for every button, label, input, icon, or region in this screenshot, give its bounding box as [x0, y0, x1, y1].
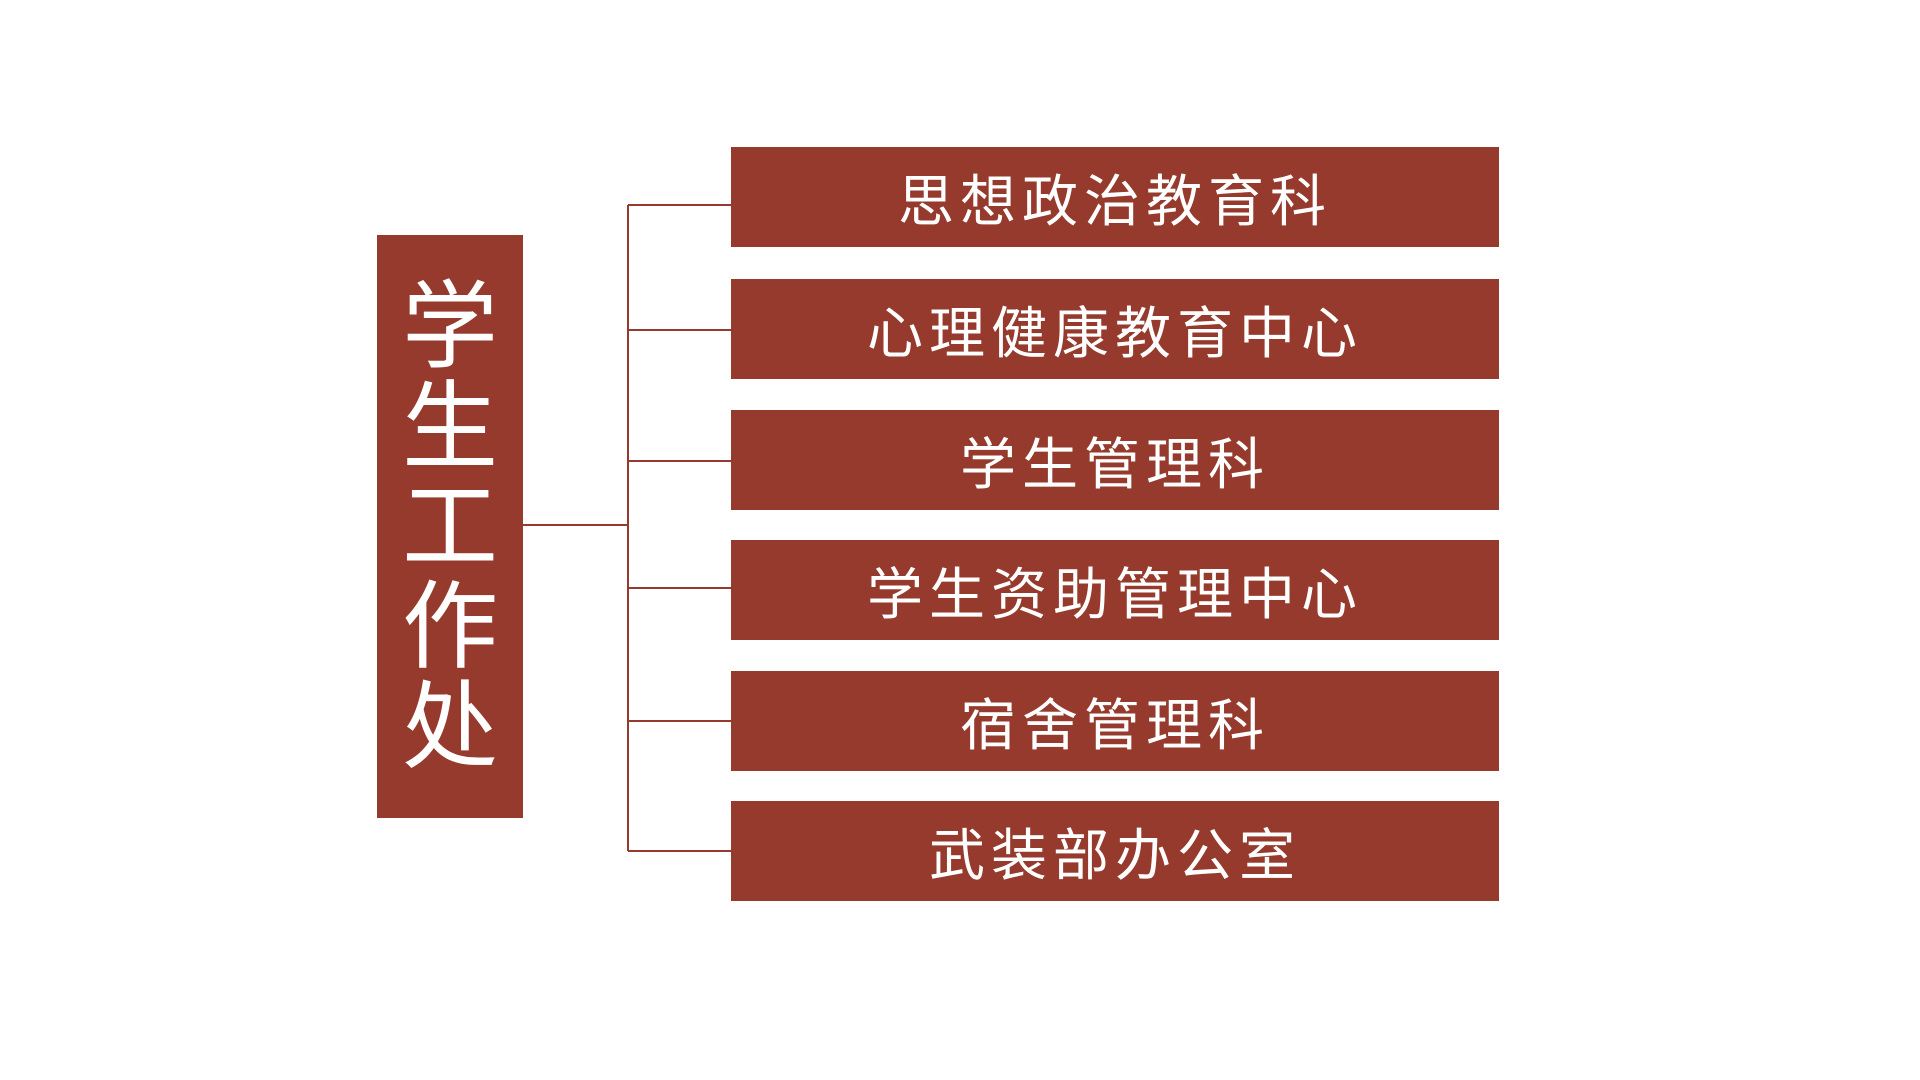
root-label-char: 学 [402, 270, 498, 383]
child-node-political-education: 思想政治教育科 [731, 147, 1499, 247]
child-node-mental-health: 心理健康教育中心 [731, 279, 1499, 379]
root-label-char: 处 [402, 670, 498, 783]
child-label: 学生资助管理中心 [867, 562, 1363, 628]
root-label-char: 工 [402, 470, 498, 583]
root-node-student-affairs: 学 生 工 作 处 [377, 235, 523, 818]
child-label: 心理健康教育中心 [867, 301, 1363, 367]
child-label: 武装部办公室 [929, 823, 1301, 889]
child-node-armed-forces-office: 武装部办公室 [731, 801, 1499, 901]
child-node-student-management: 学生管理科 [731, 410, 1499, 510]
child-node-dormitory-management: 宿舍管理科 [731, 671, 1499, 771]
child-label: 思想政治教育科 [898, 169, 1332, 235]
child-label: 学生管理科 [960, 432, 1270, 498]
child-node-financial-aid: 学生资助管理中心 [731, 540, 1499, 640]
child-label: 宿舍管理科 [960, 693, 1270, 759]
root-label-char: 作 [402, 570, 498, 683]
root-label-char: 生 [402, 370, 498, 483]
